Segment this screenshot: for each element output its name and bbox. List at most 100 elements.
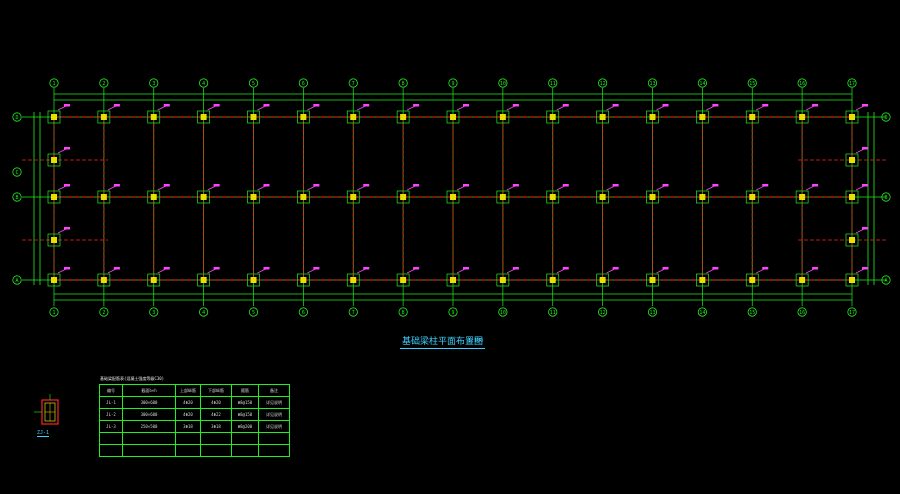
axis-bubble-left-circle [12, 275, 22, 285]
column [799, 194, 806, 200]
column [799, 277, 806, 283]
column [450, 114, 456, 120]
axis-bubble-bottom-circle [598, 307, 608, 317]
column-outline [147, 110, 161, 124]
column-tag-leader [107, 268, 117, 274]
table-header-cell: 备注 [258, 384, 290, 397]
axis-bubble-bottom: 15 [749, 310, 755, 316]
column-outline [47, 273, 61, 287]
column [749, 114, 756, 120]
column-tag [662, 267, 669, 270]
column-outline [845, 110, 859, 124]
axis-bubble-bottom-circle [99, 307, 109, 317]
column-tag-leader [506, 105, 516, 111]
axis-bubble-top: 17 [849, 81, 855, 87]
column-tag-leader [656, 105, 665, 111]
axis-bubble-top-circle [647, 78, 658, 88]
axis-bubble-bottom: 17 [849, 310, 855, 316]
column-tag [812, 104, 819, 107]
column-outline [446, 190, 460, 204]
column-tag [712, 267, 719, 270]
column-tag-leader [855, 268, 865, 274]
axis-bubble-right-circle [881, 192, 891, 202]
table-cell [231, 444, 259, 457]
column-tag [263, 267, 270, 270]
axis-bubble-top-circle [248, 78, 259, 88]
schedule-title: 基础梁配筋表(混凝土强度等级C30) [100, 376, 165, 381]
column [849, 237, 855, 243]
column-tag-leader [57, 228, 67, 234]
column-tag [812, 184, 819, 187]
axis-bubble-top: 11 [550, 81, 556, 87]
axis-bubble-top: 13 [649, 81, 655, 87]
column-tag [562, 104, 569, 107]
column-outline [197, 273, 210, 287]
table-header-cell: 箍筋 [231, 384, 259, 397]
column-tag [64, 267, 70, 270]
axis-bubble-bottom: 9 [451, 310, 454, 316]
column-tag-leader [357, 185, 366, 191]
axis-bubble-left-circle [12, 167, 22, 177]
column [250, 194, 257, 200]
column-tag-leader [706, 268, 715, 274]
column-tag [213, 104, 220, 107]
column-tag-leader [257, 268, 266, 274]
column-tag [662, 184, 669, 187]
axis-bubble-bottom: 4 [202, 310, 205, 316]
column-tag-leader [456, 185, 466, 191]
column [450, 194, 456, 200]
column-tag [862, 184, 868, 187]
axis-bubble-top: 10 [500, 81, 506, 87]
axis-bubble-top-circle [498, 78, 508, 88]
column-tag [812, 267, 819, 270]
table-cell: Φ8@150 [231, 396, 259, 409]
axis-bubble-bottom-circle [298, 307, 308, 317]
column-outline [496, 110, 510, 124]
column [799, 114, 806, 120]
plan-title: 基础梁柱平面布置图 [400, 334, 486, 349]
table-cell [99, 444, 123, 457]
column-outline [845, 153, 859, 167]
axis-bubble-right: B [884, 195, 887, 201]
column-tag [64, 184, 70, 187]
column [649, 114, 656, 120]
axis-bubble-top-circle [99, 78, 109, 88]
column-tag-leader [606, 105, 615, 111]
column-tag [163, 267, 170, 270]
axis-bubble-top: 3 [152, 81, 155, 87]
column-tag-leader [257, 105, 266, 111]
axis-bubble-top-circle [448, 78, 458, 88]
column [549, 194, 556, 200]
column-outline [795, 190, 809, 204]
column-tag-leader [157, 268, 166, 274]
axis-bubble-bottom-circle [797, 307, 807, 317]
column-outline [346, 110, 360, 124]
column-tag-leader [357, 268, 366, 274]
table-cell: 详见说明 [258, 420, 290, 433]
axis-bubble-top: 6 [302, 81, 305, 87]
column-tag [762, 184, 769, 187]
column-tag-leader [456, 105, 466, 111]
axis-bubble-top-circle [199, 78, 209, 88]
table-header-cell: 下部纵筋 [200, 384, 232, 397]
table-cell [175, 444, 201, 457]
column-tag-leader [756, 185, 765, 191]
axis-bubble-top-circle [598, 78, 608, 88]
column-tag [363, 104, 370, 107]
table-cell: 250×500 [122, 420, 176, 433]
column-tag-leader [207, 185, 216, 191]
column-outline [496, 190, 510, 204]
axis-bubble-top-circle [548, 78, 558, 88]
column-outline [446, 273, 460, 287]
table-row [99, 444, 290, 457]
column-tag-leader [855, 228, 865, 234]
column-tag-leader [107, 185, 117, 191]
table-cell [200, 432, 232, 445]
column-tag-leader [57, 148, 67, 154]
column-tag [512, 104, 519, 107]
column-tag [64, 227, 70, 230]
column-tag [413, 267, 420, 270]
column-tag [862, 227, 868, 230]
